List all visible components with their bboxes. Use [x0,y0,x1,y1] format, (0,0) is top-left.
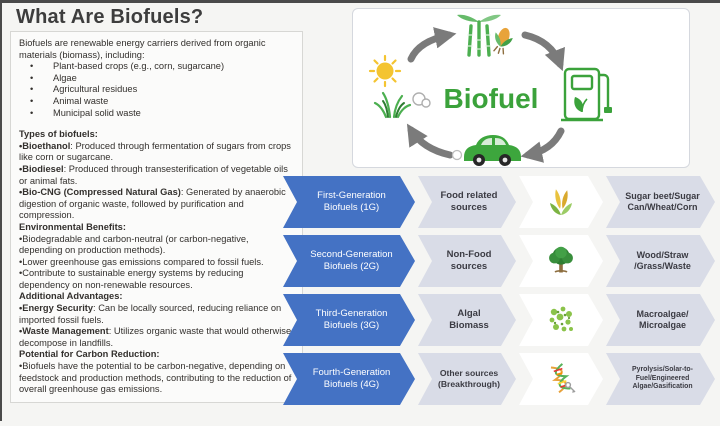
list-item: Agricultural residues [19,84,294,96]
generation-chevron: Second-Generation Biofuels (2G) [283,235,415,287]
generation-chevron: Third-Generation Biofuels (3G) [283,294,415,346]
generation-row-2g: Second-Generation Biofuels (2G) Non-Food … [283,235,715,287]
section-item: •Lower greenhouse gas emissions compared… [19,256,264,267]
examples-label: Macroalgae/ Microalgae [636,309,689,330]
list-item: Plant-based crops (e.g., corn, sugarcane… [19,61,294,73]
source-chevron: Other sources (Breakthrough) [418,353,516,405]
section-item: •Bioethanol: Produced through fermentati… [19,140,291,163]
car-icon [464,135,521,166]
source-label: Algal Biomass [449,308,489,331]
biomass-source-list: Plant-based crops (e.g., corn, sugarcane… [19,61,294,119]
icon-chevron [519,353,603,405]
biofuel-cycle-svg: Biofuel [368,14,612,166]
examples-chevron: Macroalgae/ Microalgae [606,294,715,346]
section-item: •Contribute to sustainable energy system… [19,268,244,290]
section-heading: Potential for Carbon Reduction: [19,349,160,360]
cycle-arrow-right-to-bottom [520,127,565,163]
section-item: •Waste Management: Utilizes organic wast… [19,326,292,348]
list-item: Municipal solid waste [19,108,294,120]
infobox-intro: Biofuels are renewable energy carriers d… [19,38,266,60]
generation-row-3g: Third-Generation Biofuels (3G) Algal Biom… [283,294,715,346]
examples-label: Sugar beet/Sugar Can/Wheat/Corn [625,191,700,212]
source-chevron: Algal Biomass [418,294,516,346]
biofuel-label: Biofuel [444,83,539,114]
icon-chevron [519,294,603,346]
generation-label: Third-Generation Biofuels (3G) [315,308,388,331]
corn-icon [544,185,578,219]
examples-chevron: Wood/Straw /Grass/Waste [606,235,715,287]
generation-label: Second-Generation Biofuels (2G) [310,249,393,272]
infobox-section: Additional Advantages:•Energy Security: … [19,291,294,349]
section-heading: Types of biofuels: [19,129,98,140]
generation-label: Fourth-Generation Biofuels (4G) [312,367,391,390]
source-chevron: Food related sources [418,176,516,228]
generation-row-1g: First-Generation Biofuels (1G) Food relat… [283,176,715,228]
infobox-section: Potential for Carbon Reduction:•Biofuels… [19,349,294,395]
list-item: Algae [19,73,294,85]
examples-chevron: Pyrolysis/Solar-to-Fuel/Engineered Algae… [606,353,715,405]
generation-chevron: Fourth-Generation Biofuels (4G) [283,353,415,405]
source-label: Non-Food sources [446,249,492,272]
page-title: What Are Biofuels? [16,6,204,28]
section-item: •Energy Security: Can be locally sourced… [19,303,282,325]
section-heading: Environmental Benefits: [19,221,126,232]
dna-icon [544,362,578,396]
algae-icon [544,303,578,337]
biofuel-cycle-diagram: Biofuel [352,8,690,168]
window-left-edge [0,0,2,421]
generations-chart: First-Generation Biofuels (1G) Food relat… [283,176,715,412]
bottom-margin [0,426,720,434]
list-item: Animal waste [19,96,294,108]
examples-chevron: Sugar beet/Sugar Can/Wheat/Corn [606,176,715,228]
cycle-arrow-top-to-right [521,31,565,72]
grass-icon [373,91,412,119]
tree-icon [544,244,578,278]
exhaust-cloud-icon [451,149,463,161]
source-label: Food related sources [440,190,498,213]
generation-label: First-Generation Biofuels (1G) [317,190,386,213]
biofuels-info-textbox: Biofuels are renewable energy carriers d… [10,31,303,403]
cycle-arrow-left-to-top [407,27,457,63]
section-item: •Biodegradable and carbon-neutral (or ca… [19,233,249,256]
section-item: •Biodiesel: Produced through transesteri… [19,163,288,186]
section-item: •Bio-CNG (Compressed Natural Gas): Gener… [19,187,286,221]
sugarcane-icon [457,14,501,57]
fuel-pump-icon [561,67,612,122]
co2-cloud-icon [412,92,431,108]
infobox-section: Types of biofuels:•Bioethanol: Produced … [19,129,294,222]
generation-chevron: First-Generation Biofuels (1G) [283,176,415,228]
examples-label: Pyrolysis/Solar-to-Fuel/Engineered Algae… [632,365,693,391]
corn-icon [493,27,513,55]
source-chevron: Non-Food sources [418,235,516,287]
cycle-arrow-bottom-to-left [406,123,454,159]
generation-row-4g: Fourth-Generation Biofuels (4G) Other sou… [283,353,715,405]
icon-chevron [519,176,603,228]
section-heading: Additional Advantages: [19,291,123,302]
examples-label: Wood/Straw /Grass/Waste [634,250,691,271]
sun-icon [368,54,402,88]
section-item: •Biofuels have the potential to be carbo… [19,361,292,395]
infobox-section: Environmental Benefits:•Biodegradable an… [19,222,294,292]
window-top-edge [0,0,720,3]
icon-chevron [519,235,603,287]
source-label: Other sources (Breakthrough) [437,368,501,389]
